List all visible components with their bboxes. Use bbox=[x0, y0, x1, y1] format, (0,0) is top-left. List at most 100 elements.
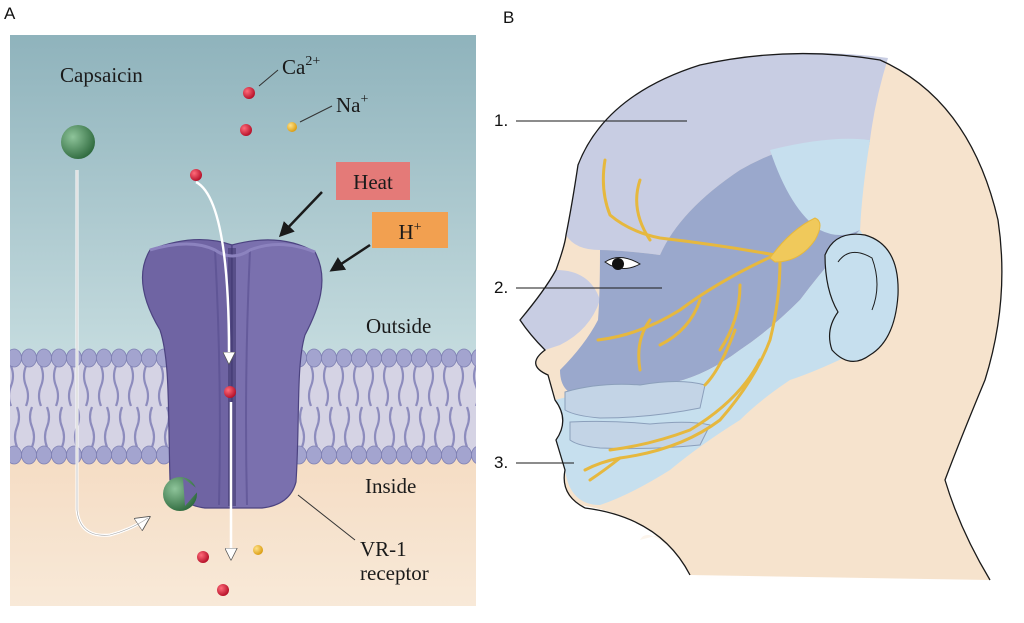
lipid-head bbox=[66, 348, 82, 368]
lipid-head bbox=[456, 348, 472, 368]
lipid-head bbox=[111, 445, 127, 465]
calcium-ion bbox=[197, 551, 209, 563]
lipid-head bbox=[426, 348, 442, 368]
lipid-tail bbox=[28, 406, 36, 448]
lipid-tail bbox=[307, 365, 315, 407]
proton-box bbox=[372, 212, 448, 248]
receptor-label-line2: receptor bbox=[360, 561, 429, 585]
lipid-head bbox=[141, 348, 157, 368]
lipid-head bbox=[426, 445, 442, 465]
lipid-tail bbox=[97, 365, 105, 407]
sodium-leader-line bbox=[299, 105, 333, 123]
lipid-head bbox=[441, 348, 457, 368]
lipid-tail bbox=[457, 365, 465, 407]
receptor-leader-line bbox=[297, 494, 356, 541]
lipid-head bbox=[456, 445, 472, 465]
proton-arrow bbox=[329, 243, 371, 272]
lipid-head bbox=[111, 348, 127, 368]
calcium-label: Ca2+ bbox=[282, 54, 320, 79]
lipid-tail bbox=[358, 406, 366, 448]
calcium-ion bbox=[240, 124, 252, 136]
lipid-head bbox=[336, 348, 352, 368]
sodium-label: Na+ bbox=[336, 92, 369, 117]
lipid-head bbox=[66, 445, 82, 465]
lipid-tail bbox=[58, 406, 66, 448]
lipid-tail bbox=[412, 365, 420, 407]
lipid-head bbox=[36, 445, 52, 465]
lipid-head bbox=[96, 445, 112, 465]
lipid-tail bbox=[433, 406, 441, 448]
lipid-tail bbox=[480, 407, 484, 447]
region-1-ophthalmic bbox=[566, 52, 888, 256]
label-3: 3. bbox=[494, 453, 508, 472]
lipid-head bbox=[126, 348, 142, 368]
lipid-head bbox=[441, 445, 457, 465]
lipid-head bbox=[10, 445, 22, 465]
ion-entry-arrow bbox=[195, 180, 229, 362]
head-outline bbox=[519, 52, 1003, 581]
lipid-tail bbox=[148, 406, 156, 448]
lipid-head bbox=[96, 348, 112, 368]
heat-arrow bbox=[278, 191, 323, 238]
lipid-head bbox=[381, 445, 397, 465]
lipid-tail bbox=[88, 406, 96, 448]
panel-b-letter: B bbox=[503, 8, 515, 27]
panel-a-letter: A bbox=[4, 4, 16, 23]
lipid-tail bbox=[112, 365, 120, 407]
inside-label: Inside bbox=[365, 474, 416, 498]
lipid-head bbox=[81, 445, 97, 465]
lipid-tail bbox=[373, 406, 381, 448]
lipid-tail bbox=[43, 406, 51, 448]
panel-b: 1. 2. 3. bbox=[494, 52, 1003, 581]
lipid-head bbox=[336, 445, 352, 465]
heat-box bbox=[336, 162, 410, 200]
lipid-tail bbox=[37, 365, 45, 407]
lipid-tail bbox=[22, 365, 30, 407]
lipid-tail bbox=[328, 406, 336, 448]
lipid-head bbox=[36, 348, 52, 368]
trigeminal-ganglion bbox=[769, 217, 821, 263]
panel-a: Heat H+ Capsaicin Ca2+ Na+ Outside Insid… bbox=[10, 35, 484, 606]
lipid-tail bbox=[52, 365, 60, 407]
trigeminal-nerve bbox=[583, 158, 817, 482]
lipid-head bbox=[306, 445, 322, 465]
ions bbox=[190, 87, 297, 596]
lipid-head bbox=[411, 348, 427, 368]
lipid-tail bbox=[403, 406, 411, 448]
lipid-tail bbox=[133, 406, 141, 448]
lipid-head bbox=[366, 348, 382, 368]
lipid-tail bbox=[367, 365, 375, 407]
calcium-ion bbox=[217, 584, 229, 596]
calcium-leader-line bbox=[258, 69, 279, 87]
lipid-head bbox=[10, 348, 22, 368]
lipid-tail bbox=[313, 406, 321, 448]
lipid-tail bbox=[418, 406, 426, 448]
label-1: 1. bbox=[494, 111, 508, 130]
lipid-head bbox=[321, 445, 337, 465]
lipid-tail bbox=[352, 365, 360, 407]
lipid-head bbox=[321, 348, 337, 368]
lipid-tail bbox=[103, 406, 111, 448]
lipid-tail bbox=[343, 406, 351, 448]
lipid-tail bbox=[397, 365, 405, 407]
lipid-head bbox=[411, 445, 427, 465]
lipid-tail bbox=[82, 365, 90, 407]
lipid-tail bbox=[118, 406, 126, 448]
lipid-head bbox=[51, 348, 67, 368]
lipid-head bbox=[471, 349, 476, 367]
lipid-tail bbox=[322, 365, 330, 407]
lipid-tail bbox=[388, 406, 396, 448]
lipid-head bbox=[21, 348, 37, 368]
lipid-head bbox=[351, 348, 367, 368]
lipid-tail bbox=[472, 365, 476, 406]
outside-label: Outside bbox=[366, 314, 431, 338]
lipid-head bbox=[51, 445, 67, 465]
lipid-tail bbox=[157, 365, 165, 407]
lipid-tail bbox=[142, 365, 150, 407]
lipid-head bbox=[471, 446, 476, 464]
lipid-tail bbox=[463, 406, 471, 448]
lipid-tail bbox=[67, 365, 75, 407]
vr1-channel bbox=[142, 238, 323, 509]
lipid-tail bbox=[448, 406, 456, 448]
